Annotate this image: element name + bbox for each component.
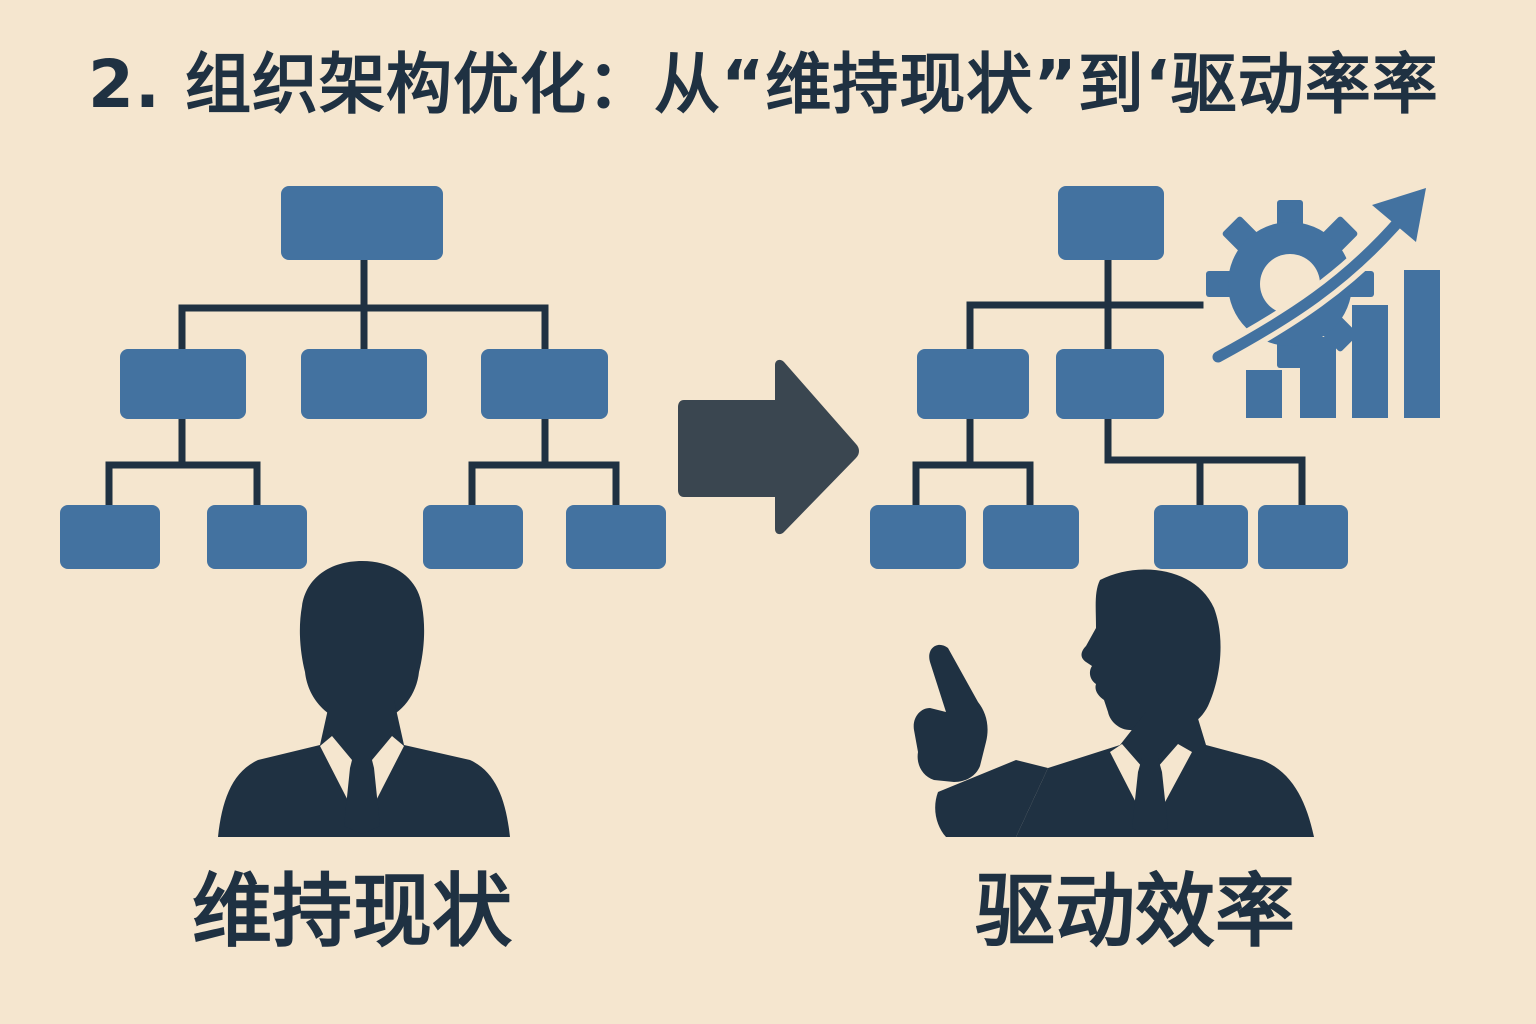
gear-icon (1206, 200, 1374, 368)
org-box-mid-right-1 (917, 349, 1029, 419)
org-box-low-3 (423, 505, 523, 569)
org-box-low-right-1 (870, 505, 966, 569)
org-chart-icon-left (60, 186, 666, 569)
org-box-low-right-3 (1154, 505, 1248, 569)
page-title: 2. 组织架构优化：从“维持现状”到‘驱动率率 (88, 46, 1439, 123)
person-silhouette-icon-right (913, 569, 1314, 837)
org-box-low-4 (566, 505, 666, 569)
org-box-low-2 (207, 505, 307, 569)
org-box-mid-right-2 (1056, 349, 1164, 419)
org-box-mid-3 (481, 349, 608, 419)
growth-arrow-icon (1207, 188, 1426, 368)
right-arrow-icon (678, 359, 859, 535)
org-chart-icon-right (870, 186, 1348, 569)
org-box-mid-1 (120, 349, 246, 419)
drive-efficiency-label: 驱动效率 (975, 865, 1295, 958)
bar-chart-icon (1246, 270, 1440, 418)
org-box-top (281, 186, 443, 260)
org-box-mid-2 (301, 349, 427, 419)
status-quo-label: 维持现状 (192, 865, 512, 958)
org-box-low-right-4 (1258, 505, 1348, 569)
person-silhouette-icon-left (218, 561, 510, 837)
org-box-low-right-2 (983, 505, 1079, 569)
org-box-top-right (1058, 186, 1164, 260)
org-box-low-1 (60, 505, 160, 569)
